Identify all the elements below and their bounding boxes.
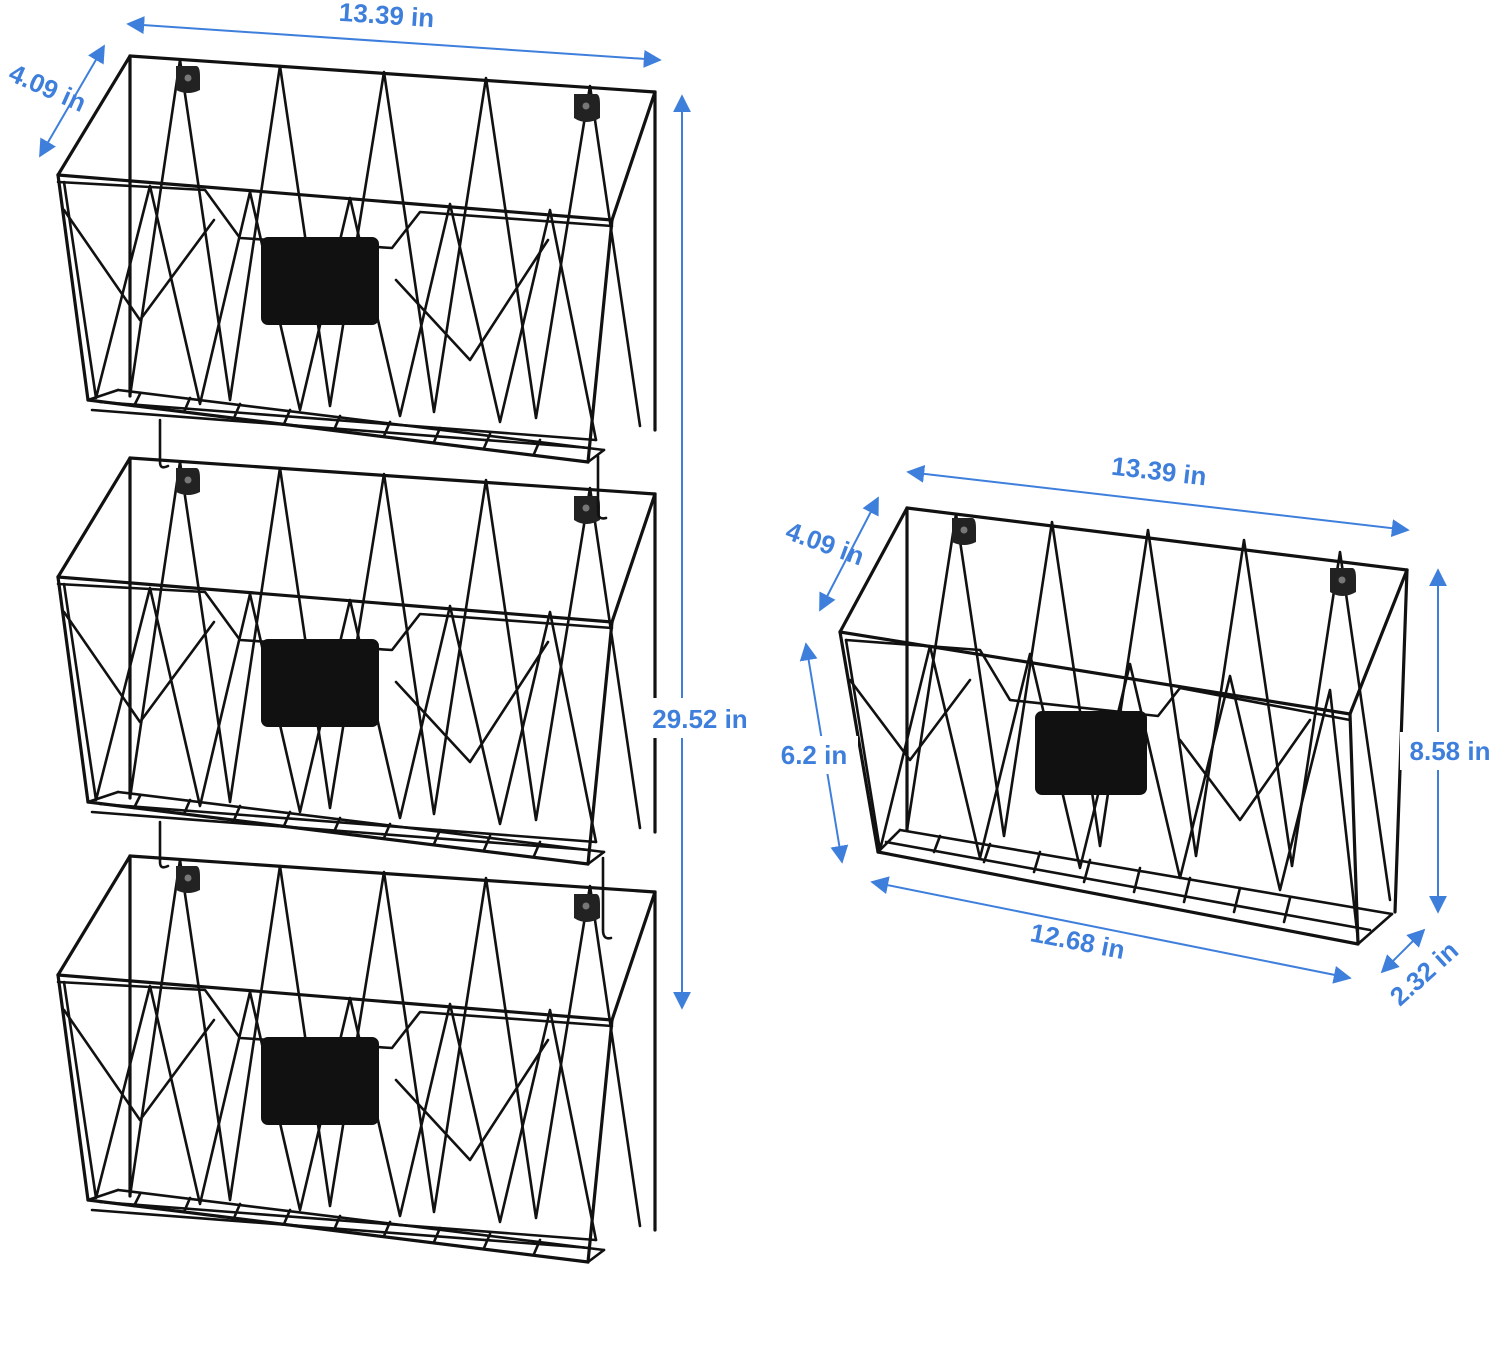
- left-depth-label: 4.09 in: [5, 58, 91, 118]
- wire-basket-bottom: [56, 854, 657, 1264]
- left-width-dimension: 13.39 in: [126, 0, 662, 68]
- left-height-dimension: 29.52 in: [640, 94, 760, 1010]
- right-front-height-dimension: 6.2 in: [774, 642, 858, 864]
- left-width-label: 13.39 in: [338, 0, 435, 33]
- right-bottom-width-label: 12.68 in: [1028, 917, 1127, 965]
- right-depth-dimension: 4.09 in: [782, 496, 879, 612]
- wire-basket-single: [838, 506, 1409, 946]
- right-bottom-depth-dimension: 2.32 in: [1380, 928, 1464, 1012]
- right-bottom-depth-label: 2.32 in: [1384, 935, 1464, 1011]
- left-height-label: 29.52 in: [652, 704, 747, 734]
- right-height-label: 8.58 in: [1410, 736, 1491, 766]
- right-depth-label: 4.09 in: [782, 516, 868, 572]
- left-depth-dimension: 4.09 in: [5, 44, 105, 158]
- right-front-height-label: 6.2 in: [781, 740, 847, 770]
- connector-hooks: [158, 418, 613, 940]
- right-width-label: 13.39 in: [1110, 451, 1208, 492]
- wire-basket-top: [56, 54, 657, 464]
- basket-stack: [56, 54, 657, 1264]
- wire-basket-middle: [56, 456, 657, 866]
- right-height-dimension: 8.58 in: [1400, 568, 1500, 914]
